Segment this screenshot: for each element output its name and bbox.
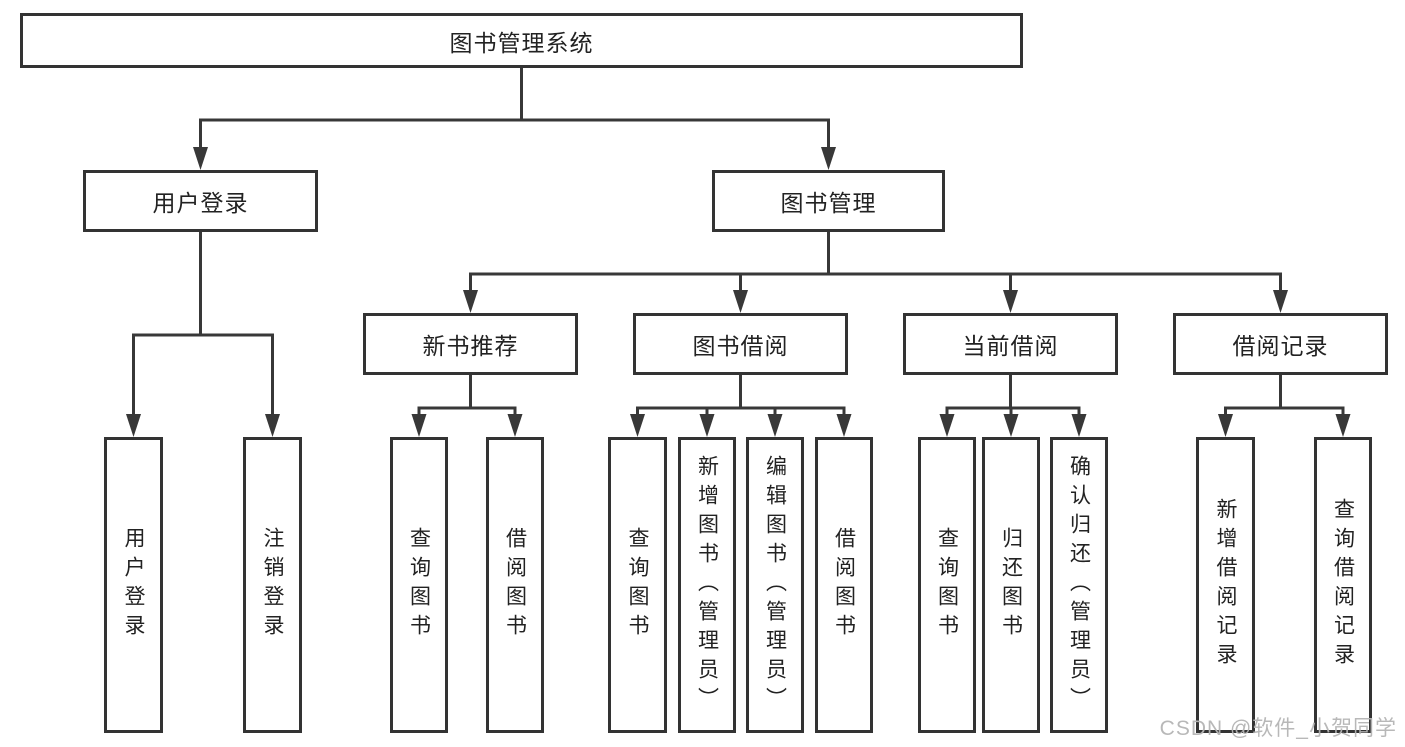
- leaf-query-books-recommend: 查询图书: [390, 437, 448, 733]
- leaf-label: 查询图书: [935, 527, 959, 643]
- node-new-book-recommend: 新书推荐: [363, 313, 578, 375]
- node-book-borrow: 图书借阅: [633, 313, 848, 375]
- csdn-watermark: CSDN @软件_小贺同学: [1159, 717, 1397, 740]
- leaf-confirm-return-admin: 确认归还（管理员）: [1050, 437, 1108, 733]
- leaf-label: 新增借阅记录: [1214, 498, 1238, 672]
- leaf-label: 查询图书: [407, 527, 431, 643]
- leaf-user-login: 用户登录: [104, 437, 163, 733]
- node-label: 当前借阅: [962, 333, 1059, 359]
- leaf-add-borrow-record: 新增借阅记录: [1196, 437, 1255, 733]
- leaf-label: 注销登录: [261, 527, 285, 643]
- node-current-borrow: 当前借阅: [903, 313, 1118, 375]
- leaf-label: 借阅图书: [832, 527, 856, 643]
- node-borrow-records: 借阅记录: [1173, 313, 1388, 375]
- node-system-root: 图书管理系统: [20, 13, 1023, 68]
- leaf-add-book-admin: 新增图书（管理员）: [678, 437, 736, 733]
- leaf-return-book: 归还图书: [982, 437, 1040, 733]
- leaf-label: 查询借阅记录: [1331, 498, 1355, 672]
- leaf-label: 确认归还（管理员）: [1067, 454, 1091, 716]
- node-label: 图书管理: [780, 190, 877, 216]
- leaf-label: 编辑图书（管理员）: [763, 454, 787, 716]
- leaf-label: 归还图书: [999, 527, 1023, 643]
- leaf-borrow-books: 借阅图书: [815, 437, 873, 733]
- node-label: 借阅记录: [1232, 333, 1329, 359]
- node-book-management: 图书管理: [712, 170, 945, 232]
- node-label: 图书管理系统: [449, 29, 594, 56]
- leaf-edit-book-admin: 编辑图书（管理员）: [746, 437, 804, 733]
- leaf-label: 借阅图书: [503, 527, 527, 643]
- node-label: 新书推荐: [422, 333, 519, 359]
- node-label: 用户登录: [152, 190, 249, 216]
- leaf-borrow-books-recommend: 借阅图书: [486, 437, 544, 733]
- leaf-query-books-borrow: 查询图书: [608, 437, 667, 733]
- leaf-label: 用户登录: [122, 527, 146, 643]
- leaf-label: 新增图书（管理员）: [695, 454, 719, 716]
- leaf-logout: 注销登录: [243, 437, 302, 733]
- node-user-login: 用户登录: [83, 170, 318, 232]
- leaf-query-borrow-record: 查询借阅记录: [1314, 437, 1372, 733]
- node-label: 图书借阅: [692, 333, 789, 359]
- leaf-label: 查询图书: [626, 527, 650, 643]
- leaf-query-books-current: 查询图书: [918, 437, 976, 733]
